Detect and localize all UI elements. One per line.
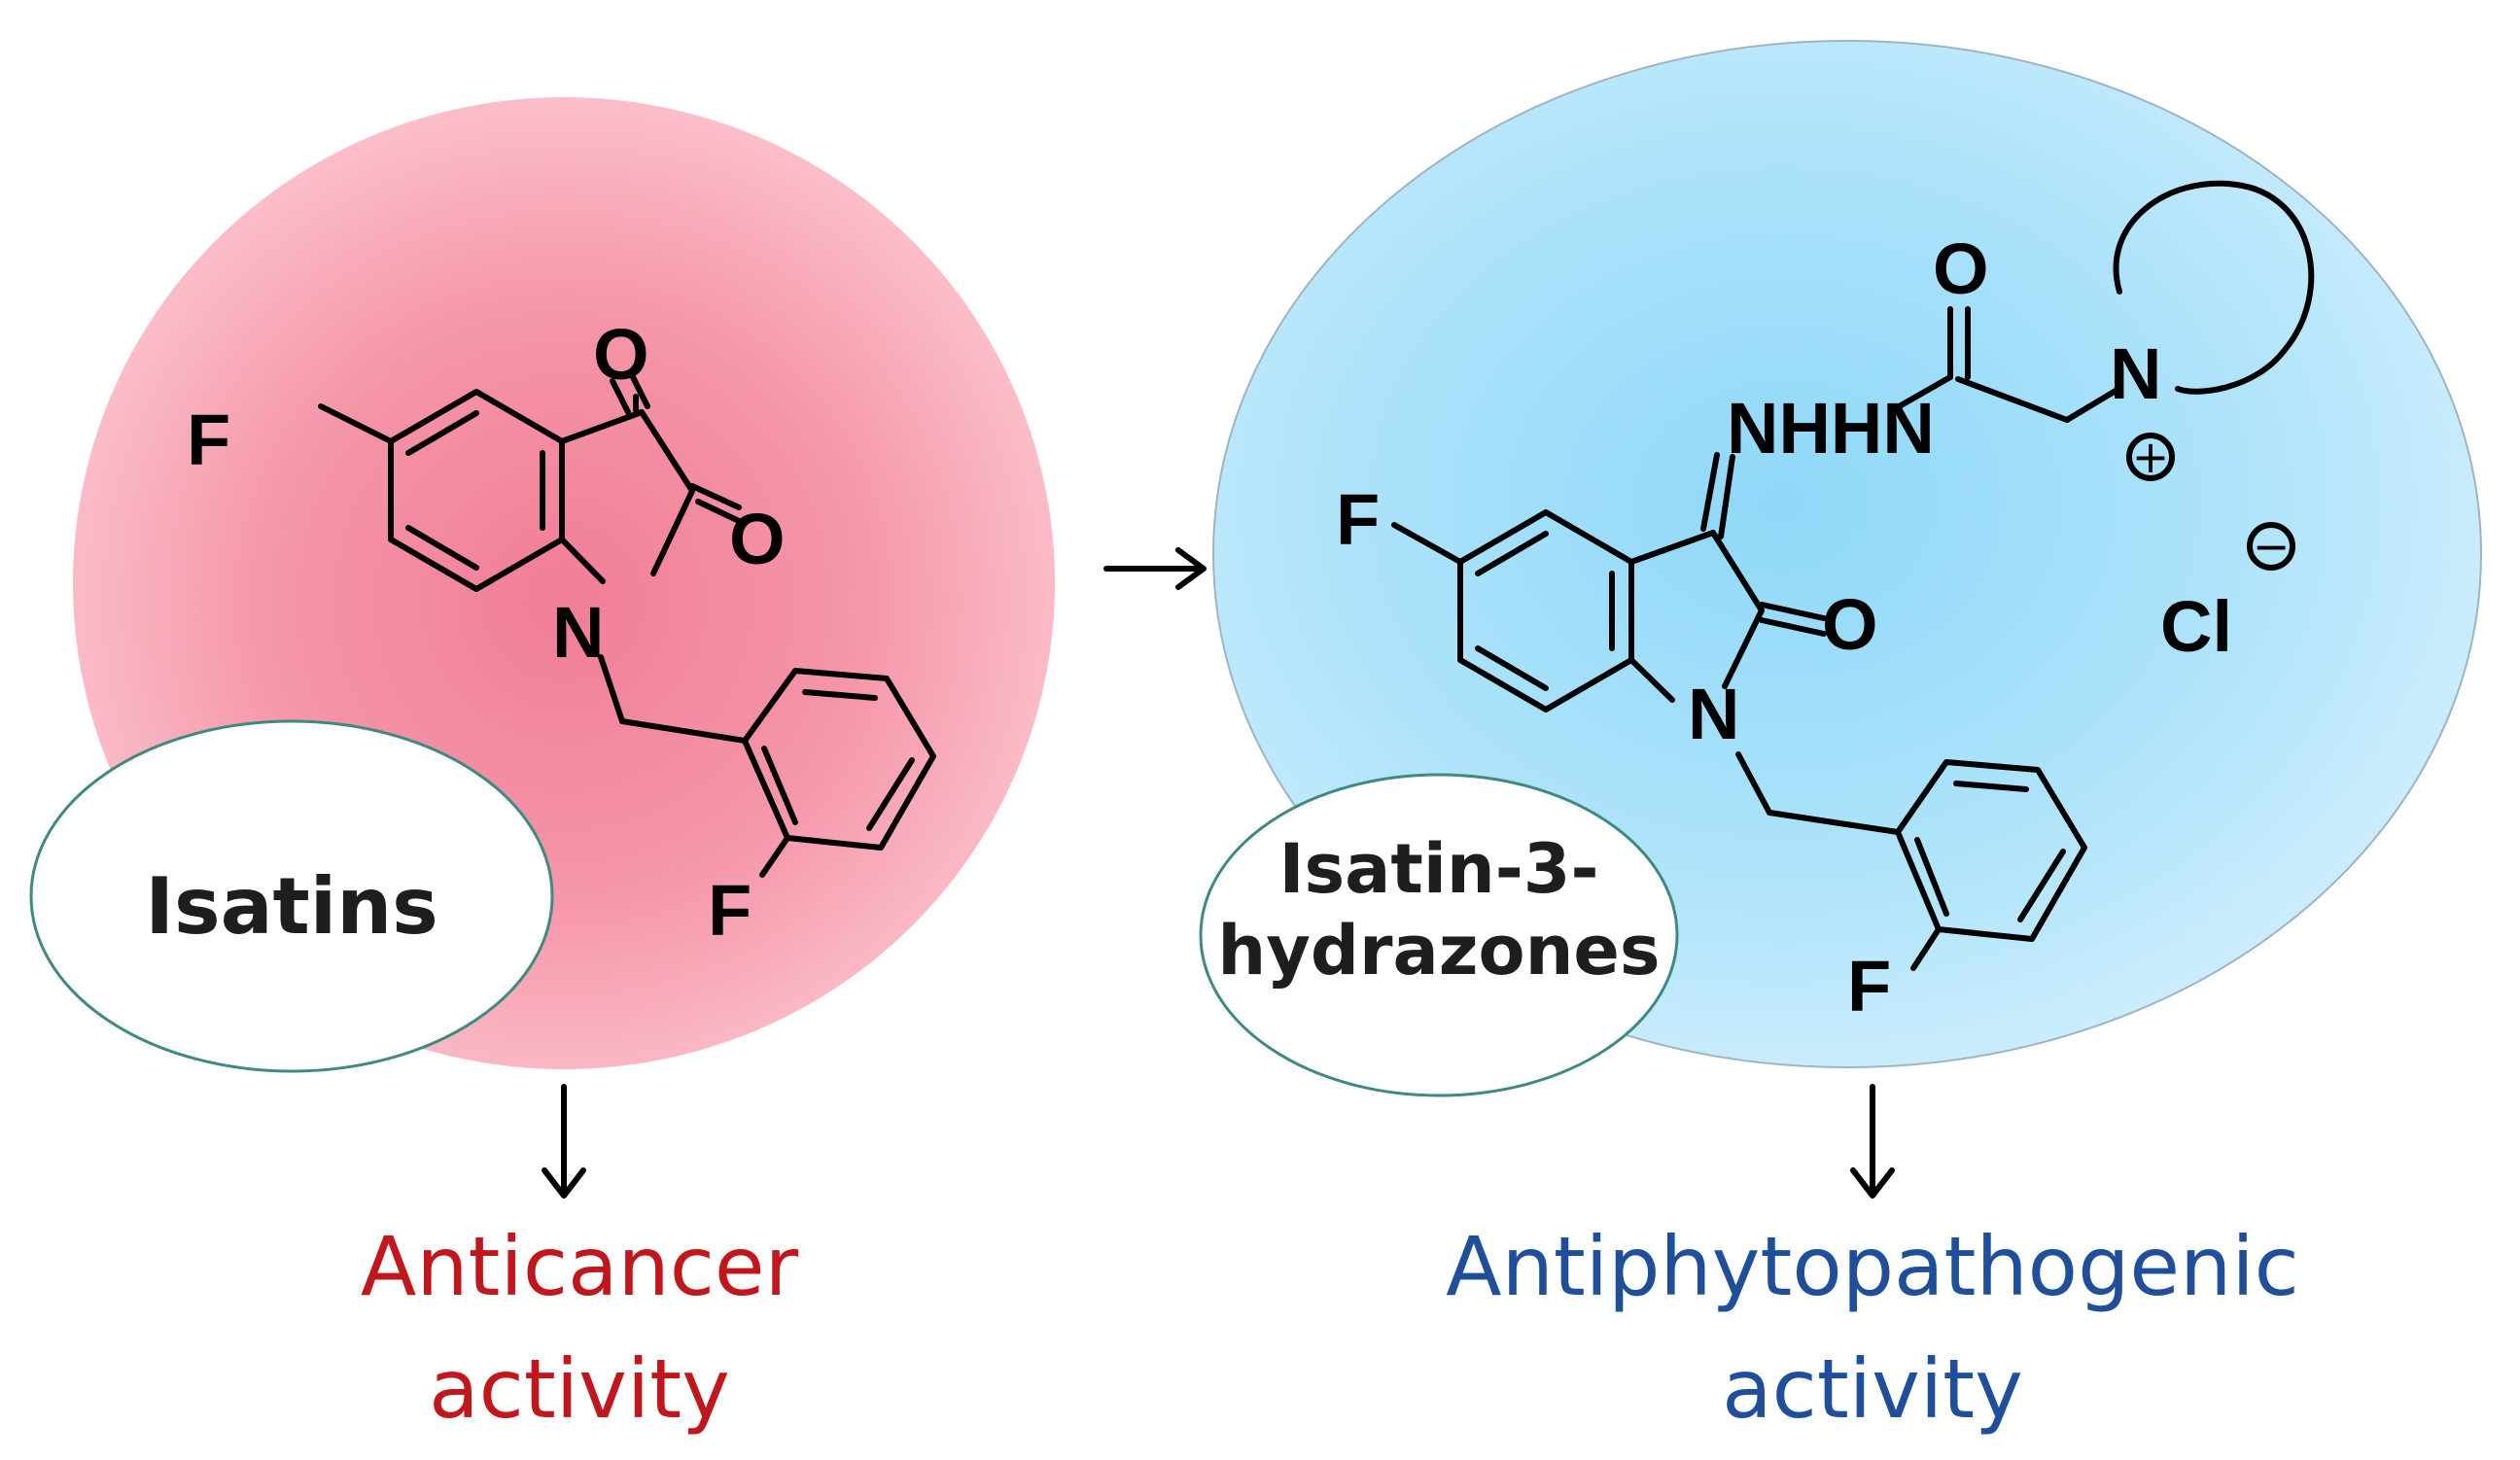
antiphytopathogenic-activity-line1: Antiphytopathogenic xyxy=(1446,1219,2299,1314)
hydrazone-structure: O N + NHHN F O Cl − N F xyxy=(1336,180,2315,1026)
isatin-structure: O O F N F xyxy=(187,314,936,951)
hydrazones-label-line1: Isatin-3- xyxy=(1278,829,1598,909)
nhhn-label: NHHN xyxy=(1727,388,1935,469)
isatin-n: N xyxy=(552,592,604,673)
anticancer-activity-line2: activity xyxy=(429,1341,730,1437)
pyridinium-n: N xyxy=(2110,333,2161,414)
minus-charge: − xyxy=(2253,520,2291,573)
hydrazone-n: N xyxy=(1688,674,1739,754)
hydrazone-o-lactam: O xyxy=(1822,584,1878,665)
isatin-o-right: O xyxy=(729,499,786,579)
isatins-label-bubble xyxy=(29,719,554,1073)
hydrazones-label-line2: hydrazones xyxy=(1217,911,1660,991)
hydrazones-label-bubble xyxy=(1199,773,1679,1097)
isatin-o-top: O xyxy=(593,314,649,395)
antiphytopathogenic-activity-line2: activity xyxy=(1722,1341,2023,1437)
down-arrow-left-icon xyxy=(542,1084,586,1199)
hydrazide-o: O xyxy=(1933,228,1989,309)
isatin-f-ring: F xyxy=(187,400,230,480)
right-arrow-icon xyxy=(1103,547,1207,590)
chloride-cl: Cl xyxy=(2160,586,2232,667)
hydrazone-f-benzyl: F xyxy=(1847,946,1891,1026)
isatin-f-benzyl: F xyxy=(708,870,752,951)
hydrazone-f-ring: F xyxy=(1336,479,1380,560)
isatins-label: Isatins xyxy=(145,861,438,952)
anticancer-activity-line1: Anticancer xyxy=(361,1219,799,1314)
plus-charge: + xyxy=(2132,431,2170,483)
down-arrow-right-icon xyxy=(1850,1084,1895,1199)
